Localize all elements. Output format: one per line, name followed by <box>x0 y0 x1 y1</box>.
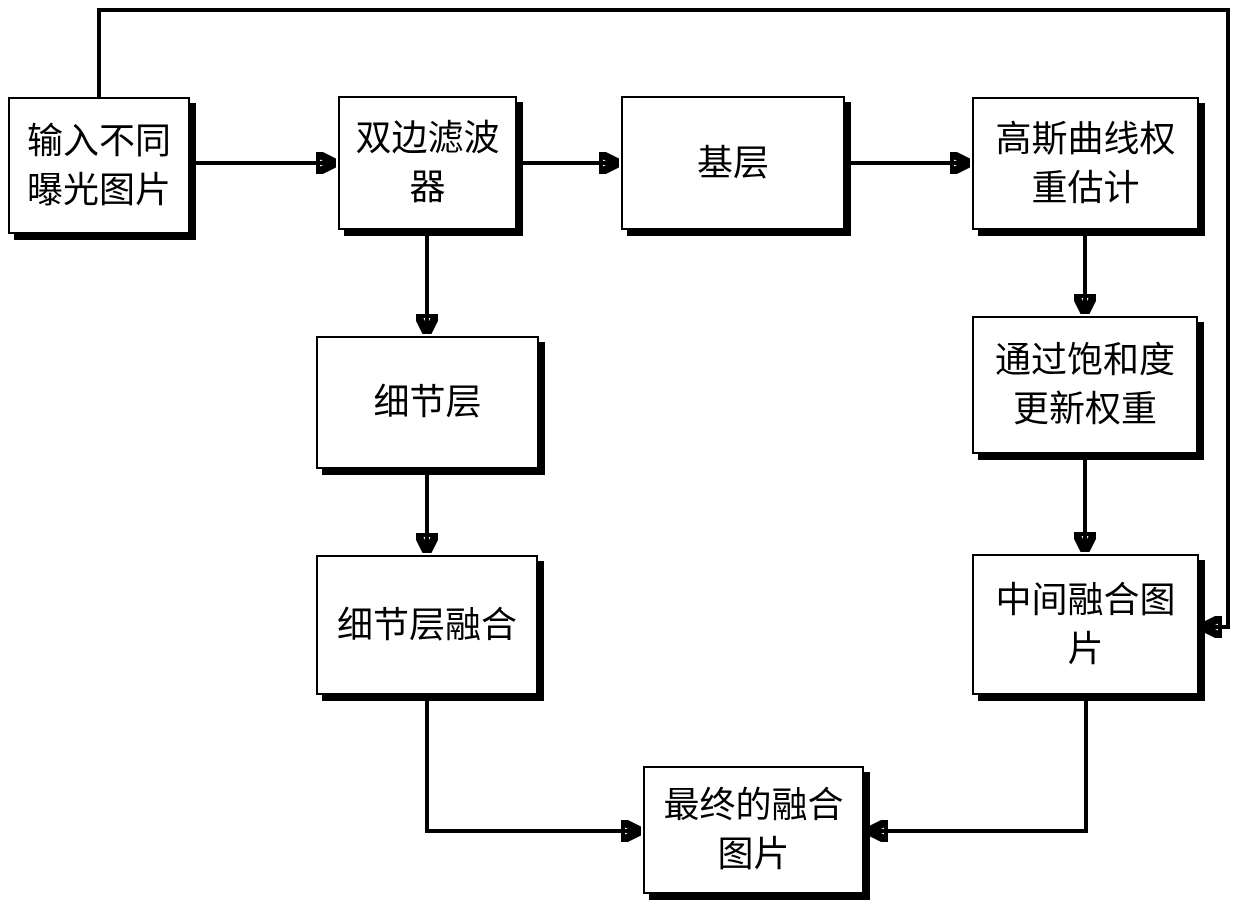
node-label-line: 片 <box>1067 628 1104 669</box>
node-detail-layer: 细节层 <box>316 336 539 469</box>
node-label-line: 细节层 <box>373 382 482 422</box>
node-label-line: 输入不同 <box>26 120 171 161</box>
node-label-line: 细节层融合 <box>336 604 517 645</box>
node-label-line: 器 <box>409 167 446 207</box>
node-final-fusion: 最终的融合 图片 <box>643 766 864 894</box>
node-label-line: 图片 <box>717 834 790 874</box>
node-label-line: 曝光图片 <box>26 169 171 210</box>
edge-intermediate-fusion-to-final-fusion <box>868 695 1088 831</box>
edge-input-to-intermediate-fusion <box>97 8 1230 627</box>
node-input-images: 输入不同 曝光图片 <box>8 97 190 234</box>
node-detail-fusion: 细节层融合 <box>316 555 538 695</box>
node-saturation-update: 通过饱和度 更新权重 <box>972 316 1198 454</box>
node-label-line: 中间融合图 <box>995 579 1176 620</box>
edge-detail-fusion-to-final-fusion <box>425 695 641 831</box>
node-label-line: 最终的融合 <box>663 785 844 825</box>
node-label-line: 双边滤波 <box>355 118 500 158</box>
node-bilateral-filter: 双边滤波 器 <box>338 96 517 230</box>
node-intermediate-fusion: 中间融合图 片 <box>972 554 1199 695</box>
node-label-line: 更新权重 <box>1012 389 1157 429</box>
node-base-layer: 基层 <box>621 96 845 230</box>
node-gaussian-weight: 高斯曲线权 重估计 <box>972 97 1199 230</box>
node-label-line: 重估计 <box>1031 167 1140 208</box>
node-label-line: 通过饱和度 <box>994 340 1175 380</box>
node-label-line: 高斯曲线权 <box>995 118 1176 159</box>
node-label-line: 基层 <box>696 142 769 183</box>
